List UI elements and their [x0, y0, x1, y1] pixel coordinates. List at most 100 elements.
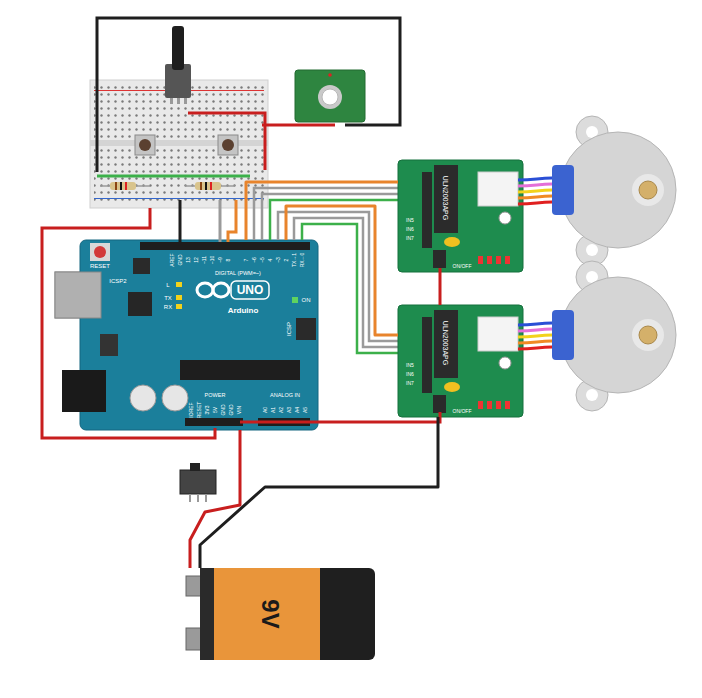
potentiometer-shaft — [172, 26, 184, 70]
pin-label: 5V — [213, 407, 218, 413]
driver-illustration — [398, 160, 523, 417]
reset-button — [94, 246, 106, 258]
motor-wire — [518, 341, 552, 343]
microcontroller-chip — [180, 360, 300, 380]
pin-label: ~10 — [210, 256, 215, 264]
signal-wire — [228, 200, 236, 242]
motor-wire — [518, 347, 552, 349]
motor-boss — [632, 319, 664, 351]
switch-pin — [189, 494, 191, 502]
pin-label: RESET — [197, 402, 202, 419]
button-label: RESET — [90, 263, 110, 269]
wire-connector — [190, 430, 240, 568]
driver-board: ULN2003APG — [398, 160, 523, 272]
jumper — [444, 237, 460, 247]
push-button-cap — [222, 139, 234, 151]
stepper-motor — [518, 116, 676, 266]
pin-label: 8 — [226, 259, 231, 262]
led-board — [295, 70, 365, 122]
pin-label: IN6 — [406, 372, 414, 377]
pin-label: A5 — [303, 407, 308, 413]
pin-label: IN5 — [406, 363, 414, 368]
pin-label: VIN — [237, 406, 242, 414]
motor-body — [560, 132, 676, 248]
power-led — [292, 297, 298, 303]
potentiometer-pin — [177, 98, 180, 104]
input-header — [422, 317, 432, 393]
usb-port — [55, 272, 101, 318]
motor-wire — [518, 202, 552, 204]
resistor-band — [205, 182, 207, 190]
arduino-board: UNOArduino — [80, 240, 318, 430]
driver-chip — [434, 310, 458, 378]
usb-port — [55, 272, 101, 318]
mount-hole — [586, 244, 598, 256]
pin-label: IOREF — [189, 402, 194, 417]
signal-wire — [219, 200, 222, 242]
motor-connector — [478, 172, 518, 206]
power-rail — [94, 198, 264, 199]
reset-button-base — [90, 243, 110, 261]
status-led — [176, 304, 182, 309]
resistor-symbol — [195, 182, 221, 190]
resistor-band — [200, 182, 202, 190]
power-header — [185, 418, 243, 426]
resistor-symbol — [110, 182, 136, 190]
switch-pin — [197, 494, 199, 502]
driver-board: ULN2003APG — [398, 305, 523, 417]
motor-wire — [518, 323, 552, 325]
battery-terminal — [186, 628, 202, 650]
pin-label: 7 — [244, 259, 249, 262]
indicator-led — [505, 401, 510, 409]
driver-board-body — [398, 160, 523, 272]
pin-label: 2 — [284, 259, 289, 262]
motor-connector — [552, 310, 574, 360]
pin-label: A3 — [287, 407, 292, 413]
capacitor — [499, 357, 511, 369]
stepper-motor — [518, 261, 676, 411]
switch-pin — [205, 494, 207, 502]
push-button — [218, 135, 238, 155]
potentiometer-pin — [184, 98, 187, 104]
led-symbol — [322, 89, 338, 105]
pin-label: A0 — [263, 407, 268, 413]
icsp2-header — [133, 258, 150, 274]
power-wire — [188, 113, 265, 170]
indicator-led — [478, 401, 483, 409]
driver-chip — [434, 165, 458, 233]
pin-label: 4 — [268, 259, 273, 262]
digital-header — [140, 242, 310, 250]
pin-label: 13 — [186, 257, 191, 263]
power-header — [433, 250, 446, 268]
push-button-cap — [139, 139, 151, 151]
header-label: POWER — [205, 393, 226, 399]
indicator-led — [487, 256, 492, 264]
arduino-board-body — [80, 240, 318, 430]
led-ring — [318, 85, 342, 109]
breadboard-channel — [90, 140, 268, 146]
capacitor — [162, 385, 188, 411]
resistor-band — [120, 182, 122, 190]
battery: 9V — [185, 568, 375, 660]
pin-label: ~9 — [218, 257, 223, 263]
potentiometer-pin — [170, 98, 173, 104]
indicator-led — [478, 256, 483, 264]
ground-wire — [179, 200, 182, 242]
voltage-regulator — [100, 334, 118, 356]
battery-voltage: 9V — [258, 599, 282, 628]
capacitor — [499, 212, 511, 224]
logo-frame — [231, 281, 269, 299]
indicator-led — [487, 401, 492, 409]
breadboard-body — [90, 80, 268, 208]
power-wire — [439, 268, 442, 305]
wire-connector — [286, 206, 398, 335]
pin-label: ~3 — [276, 257, 281, 263]
pin-label: GND — [178, 254, 183, 265]
header-label: DIGITAL (PWM=~) — [215, 271, 261, 277]
battery-illustration — [186, 568, 375, 660]
ground-wire — [97, 18, 400, 172]
slide-switch — [180, 463, 216, 502]
input-header — [422, 172, 432, 248]
header-label: ICSP — [286, 322, 292, 336]
wire-connector — [200, 417, 438, 568]
